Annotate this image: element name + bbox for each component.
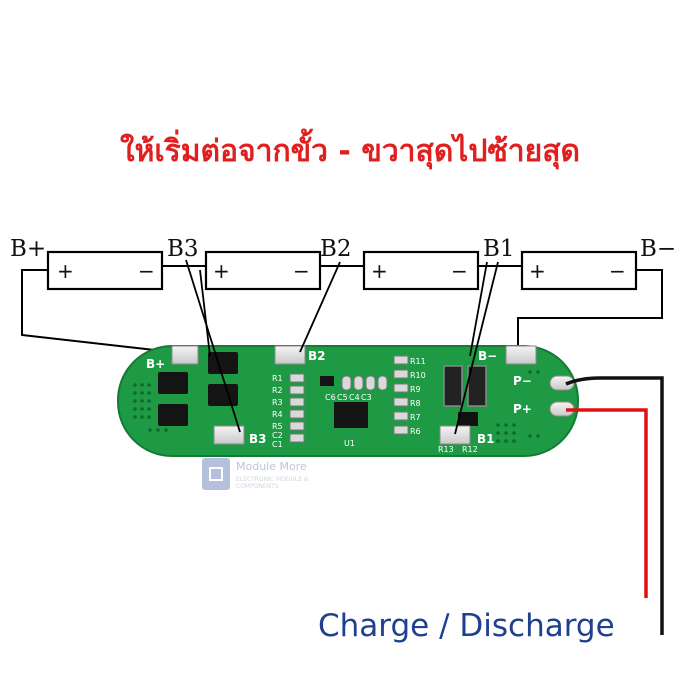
silk-r2: R2: [272, 386, 283, 395]
output-wire-red: [566, 408, 648, 598]
battery-cell-3: [362, 250, 480, 291]
watermark-subtitle: ELECTRONIC MODULE & COMPONENTS: [236, 476, 309, 490]
ic-small: [320, 376, 334, 386]
pad-b1: [439, 425, 471, 445]
silk-r7: R7: [410, 413, 421, 422]
silk-r9: R9: [410, 385, 421, 394]
shunt-resistor-2: [467, 365, 487, 407]
battery-cell-4: [520, 250, 638, 291]
silk-u1: U1: [344, 439, 355, 448]
pcb-vias: [133, 370, 540, 443]
instruction-title: ให้เริ่มต่อจากขั้ว - ขวาสุดไปซ้ายสุด: [119, 134, 581, 169]
pad-bplus: [171, 345, 199, 365]
silk-b3: B3: [249, 432, 267, 446]
shunt-resistor-1: [443, 365, 463, 407]
series-wires: [21, 265, 663, 353]
silk-c1: C1: [272, 440, 283, 449]
silk-bplus: B+: [146, 357, 165, 371]
left-smd-column: [289, 373, 305, 443]
battery-2-plus: +: [213, 259, 230, 283]
silk-r12: R12: [462, 445, 478, 454]
silk-r13: R13: [438, 445, 454, 454]
battery-4-minus: −: [609, 259, 626, 283]
right-smd-column: [393, 355, 409, 435]
battery-cells: + − + − + − + −: [46, 250, 638, 291]
silk-r5: R5: [272, 422, 283, 431]
silk-c2: C2: [272, 431, 283, 440]
pad-b2: [274, 345, 306, 365]
label-b1: B1: [483, 236, 515, 262]
silk-r6: R6: [410, 427, 421, 436]
output-wire-black: [565, 376, 664, 635]
pad-leader-lines: [185, 259, 499, 435]
pad-bminus: [505, 345, 537, 365]
silk-pminus: P−: [513, 374, 532, 388]
bms-pcb: B+ B2 B3 B1 B− P− P+ R1 R2 R3 R4 R5 C2 C…: [117, 345, 579, 457]
pad-b3: [213, 425, 245, 445]
watermark-name: Module More: [236, 460, 307, 473]
silk-c4: C4: [349, 393, 360, 402]
silk-pplus: P+: [513, 402, 532, 416]
battery-cell-2: [204, 250, 322, 291]
label-bminus: B−: [640, 236, 676, 262]
battery-1-minus: −: [138, 259, 155, 283]
silk-r1: R1: [272, 374, 283, 383]
silk-r3: R3: [272, 398, 283, 407]
battery-3-minus: −: [451, 259, 468, 283]
pcb-pads: [171, 345, 575, 445]
silkscreen-components: R1 R2 R3 R4 R5 C2 C1 R11 R10 R9 R8 R7 R6…: [272, 357, 478, 454]
control-ic: [334, 402, 368, 428]
capacitor-row: [341, 375, 388, 391]
label-b3: B3: [167, 236, 199, 262]
battery-1-plus: +: [57, 259, 74, 283]
silk-r11: R11: [410, 357, 426, 366]
r12-package: [458, 412, 478, 426]
label-bplus: B+: [10, 236, 46, 262]
battery-2-minus: −: [293, 259, 310, 283]
label-b2: B2: [320, 236, 352, 262]
silkscreen-labels: B+ B2 B3 B1 B− P− P+: [146, 349, 532, 446]
silk-r4: R4: [272, 410, 283, 419]
silk-r10: R10: [410, 371, 426, 380]
silk-c6: C6: [325, 393, 336, 402]
watermark-logo: Module More ELECTRONIC MODULE & COMPONEN…: [202, 456, 322, 496]
battery-3-plus: +: [371, 259, 388, 283]
silk-bminus: B−: [478, 349, 497, 363]
module-chip-icon: [202, 458, 230, 490]
silk-r8: R8: [410, 399, 421, 408]
silk-c5: C5: [337, 393, 348, 402]
silk-b1: B1: [477, 432, 495, 446]
silk-b2: B2: [308, 349, 326, 363]
battery-4-plus: +: [529, 259, 546, 283]
charge-discharge-label: Charge / Discharge: [318, 608, 615, 644]
terminal-labels: B+ B3 B2 B1 B−: [10, 236, 676, 262]
silk-c3: C3: [361, 393, 372, 402]
